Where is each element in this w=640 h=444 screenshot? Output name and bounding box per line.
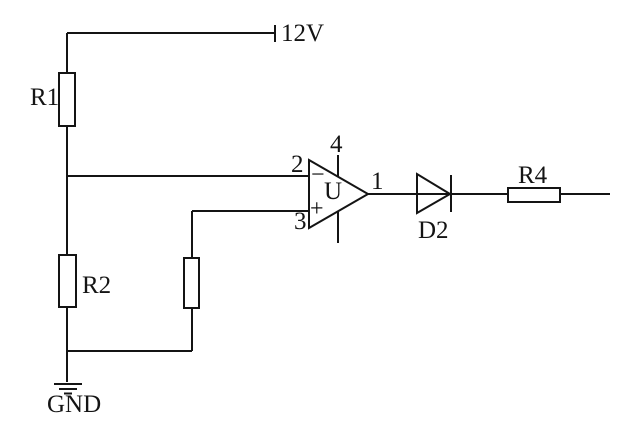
diode-d2-symbol [416, 172, 452, 215]
opamp-pin2-label: 2 [291, 151, 304, 178]
label-r2: R2 [82, 272, 111, 299]
label-d2: D2 [418, 217, 449, 244]
resistor-middle-symbol [183, 257, 200, 309]
ground-label: GND [47, 391, 101, 418]
resistor-r4-symbol [507, 187, 561, 203]
label-r1: R1 [30, 84, 59, 111]
opamp-noninverting-sign: + [310, 196, 324, 222]
resistor-r2-symbol [58, 254, 77, 308]
opamp-pin3-label: 3 [294, 208, 307, 235]
opamp-pin1-label: 1 [371, 168, 384, 195]
label-r4: R4 [518, 162, 548, 189]
supply-label: 12V [281, 20, 324, 47]
resistor-r1-symbol [58, 72, 76, 127]
opamp-inverting-sign: − [311, 162, 325, 188]
opamp-symbol [308, 158, 371, 230]
diode-anode-triangle [416, 172, 452, 215]
opamp-pin4-label: 4 [330, 131, 343, 158]
opamp-name-label: U [324, 178, 342, 205]
ground-symbol [54, 383, 82, 395]
